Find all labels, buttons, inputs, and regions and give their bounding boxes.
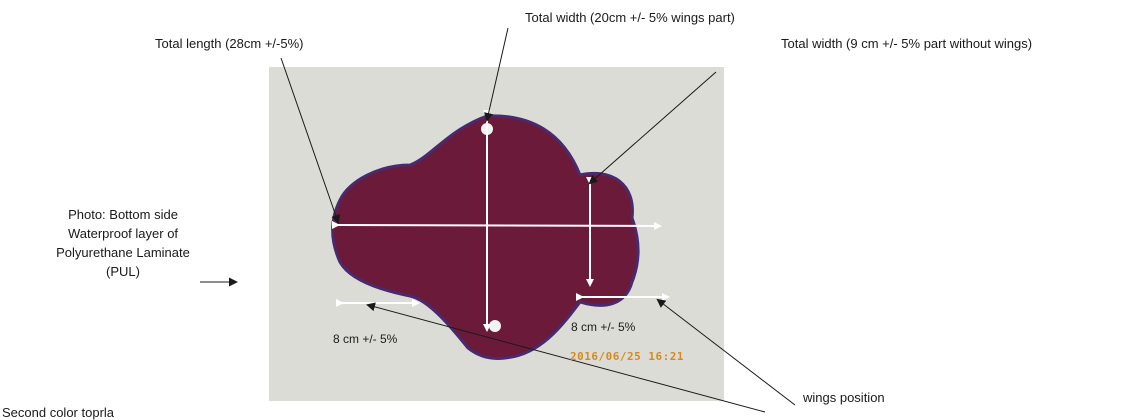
photo-note-line: (PUL)	[106, 264, 140, 279]
photo-note: Photo: Bottom side Waterproof layer of P…	[18, 205, 228, 281]
callout-arrow-wings-left	[366, 302, 766, 413]
photo-note-line: Photo: Bottom side	[68, 207, 178, 222]
label-wing-right: 8 cm +/- 5%	[571, 320, 636, 334]
callout-arrow-width-wings	[484, 27, 509, 122]
measure-length-line	[331, 220, 662, 230]
callout-arrow-width-no-wings	[588, 71, 717, 185]
snap-button-bottom	[489, 320, 501, 332]
label-total-width-no-wings: Total width (9 cm +/- 5% part without wi…	[781, 36, 1033, 51]
date-stamp: 2016/06/25 16:21	[570, 350, 684, 363]
photo-note-line: Polyurethane Laminate	[56, 245, 190, 260]
label-total-width-wings: Total width (20cm +/- 5% wings part)	[525, 10, 735, 25]
label-total-length: Total length (28cm +/-5%)	[155, 36, 304, 51]
photo-note-line: Waterproof layer of	[67, 226, 179, 241]
label-wings-position: wings position	[803, 390, 885, 405]
callout-arrow-length	[280, 57, 340, 224]
callout-arrow-wings-right	[656, 298, 796, 406]
label-wing-left: 8 cm +/- 5%	[333, 332, 398, 346]
cut-off-text: Second color toprla	[2, 405, 115, 420]
